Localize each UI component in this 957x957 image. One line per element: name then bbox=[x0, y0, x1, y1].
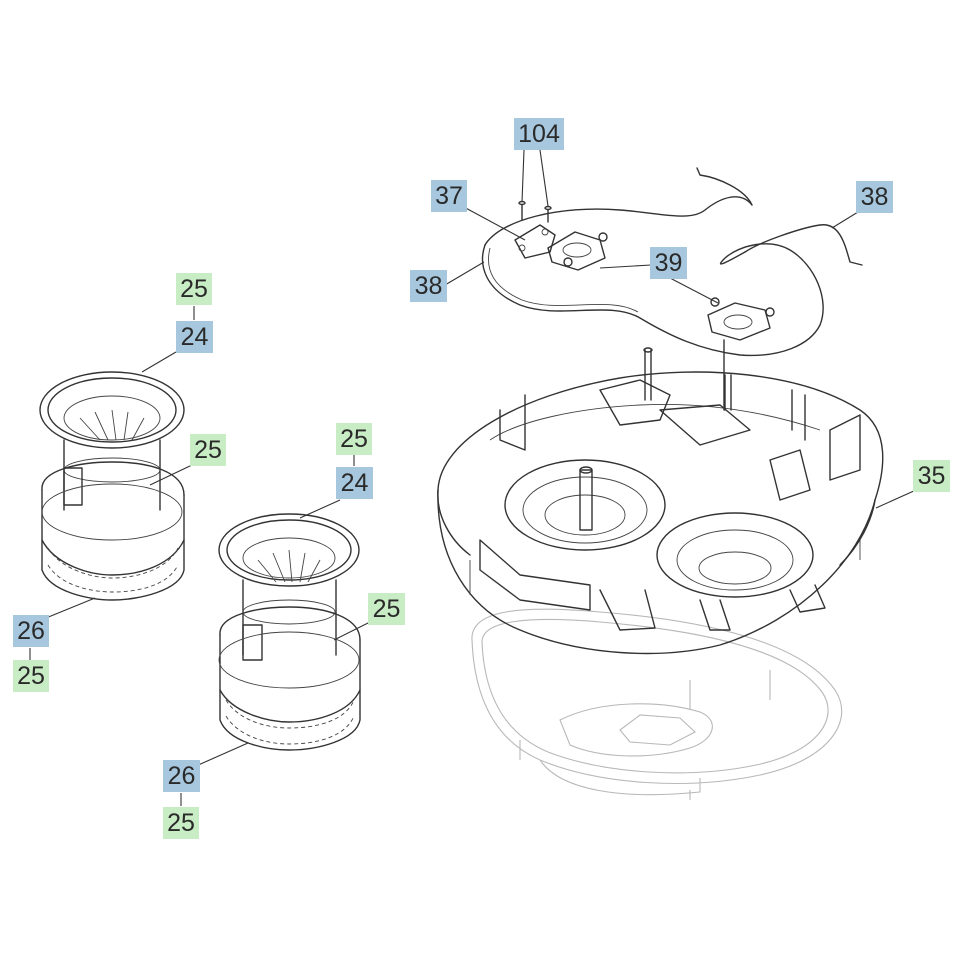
part-label-38-left[interactable]: 38 bbox=[410, 270, 447, 302]
part-label-24-right[interactable]: 24 bbox=[336, 467, 373, 499]
motor-assembly-right-drawing bbox=[218, 513, 361, 751]
ghost-tank-drawing bbox=[471, 608, 843, 800]
part-label-26-right[interactable]: 26 bbox=[163, 760, 200, 792]
sensor-cable-drawing bbox=[481, 167, 863, 411]
part-label-39[interactable]: 39 bbox=[650, 247, 687, 279]
part-label-26-left[interactable]: 26 bbox=[13, 615, 49, 647]
part-label-25-bottom-left[interactable]: 25 bbox=[13, 660, 49, 692]
part-label-37[interactable]: 37 bbox=[431, 180, 467, 212]
part-label-25-top-left[interactable]: 25 bbox=[176, 273, 212, 305]
motor-assembly-left-drawing bbox=[39, 371, 185, 601]
part-label-25-top-right[interactable]: 25 bbox=[336, 423, 372, 455]
part-label-25-bottom-right[interactable]: 25 bbox=[163, 807, 199, 839]
leader-lines bbox=[29, 149, 917, 806]
part-label-35[interactable]: 35 bbox=[913, 460, 950, 492]
part-label-104[interactable]: 104 bbox=[514, 118, 564, 150]
base-plate-drawing bbox=[437, 347, 884, 655]
part-label-25-mid-left[interactable]: 25 bbox=[190, 434, 226, 466]
part-label-38-right[interactable]: 38 bbox=[856, 181, 893, 213]
part-label-24-left[interactable]: 24 bbox=[176, 321, 213, 353]
part-label-25-mid-right[interactable]: 25 bbox=[368, 593, 405, 625]
